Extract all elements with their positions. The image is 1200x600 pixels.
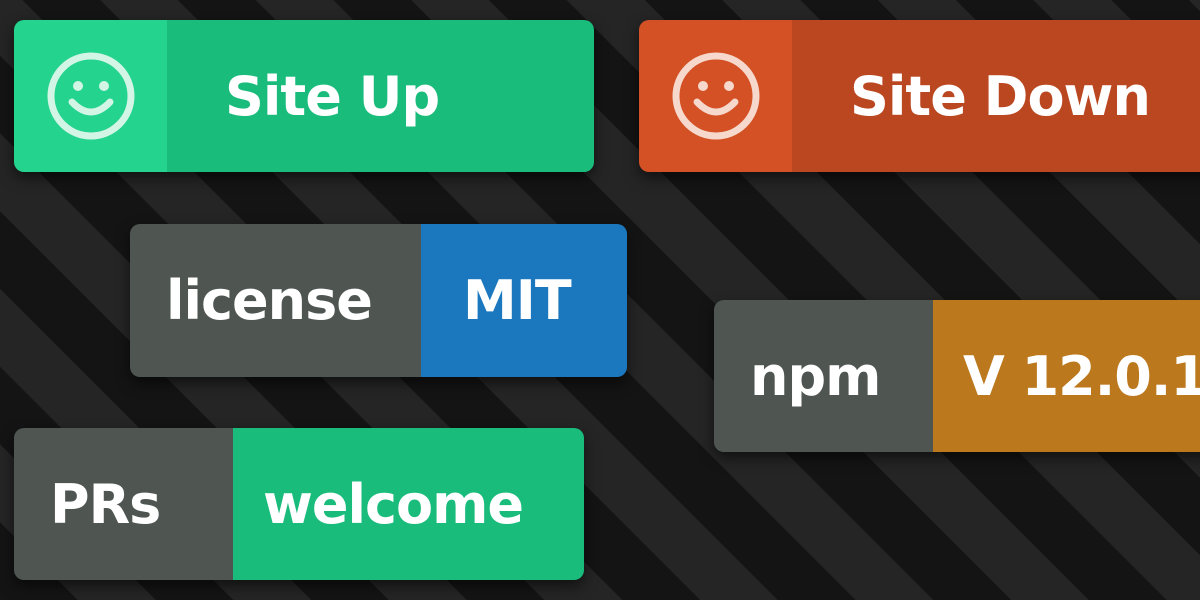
prs-label: PRs	[14, 428, 233, 580]
smiley-icon	[672, 52, 759, 140]
npm-label: npm	[714, 300, 933, 452]
site-up-badge: Site Up	[14, 20, 594, 172]
site-down-badge: Site Down	[639, 20, 1200, 172]
site-down-icon-segment	[639, 20, 792, 172]
smiley-icon	[47, 52, 134, 140]
site-up-icon-segment	[14, 20, 167, 172]
license-label: license	[130, 224, 421, 377]
license-value: MIT	[421, 224, 627, 377]
npm-version-badge: npm V 12.0.10	[714, 300, 1200, 452]
prs-welcome-badge: PRs welcome	[14, 428, 584, 580]
prs-value: welcome	[233, 428, 584, 580]
site-down-label: Site Down	[792, 20, 1200, 172]
npm-version-value: V 12.0.10	[933, 300, 1200, 452]
license-badge: license MIT	[130, 224, 627, 377]
site-up-label: Site Up	[167, 20, 594, 172]
